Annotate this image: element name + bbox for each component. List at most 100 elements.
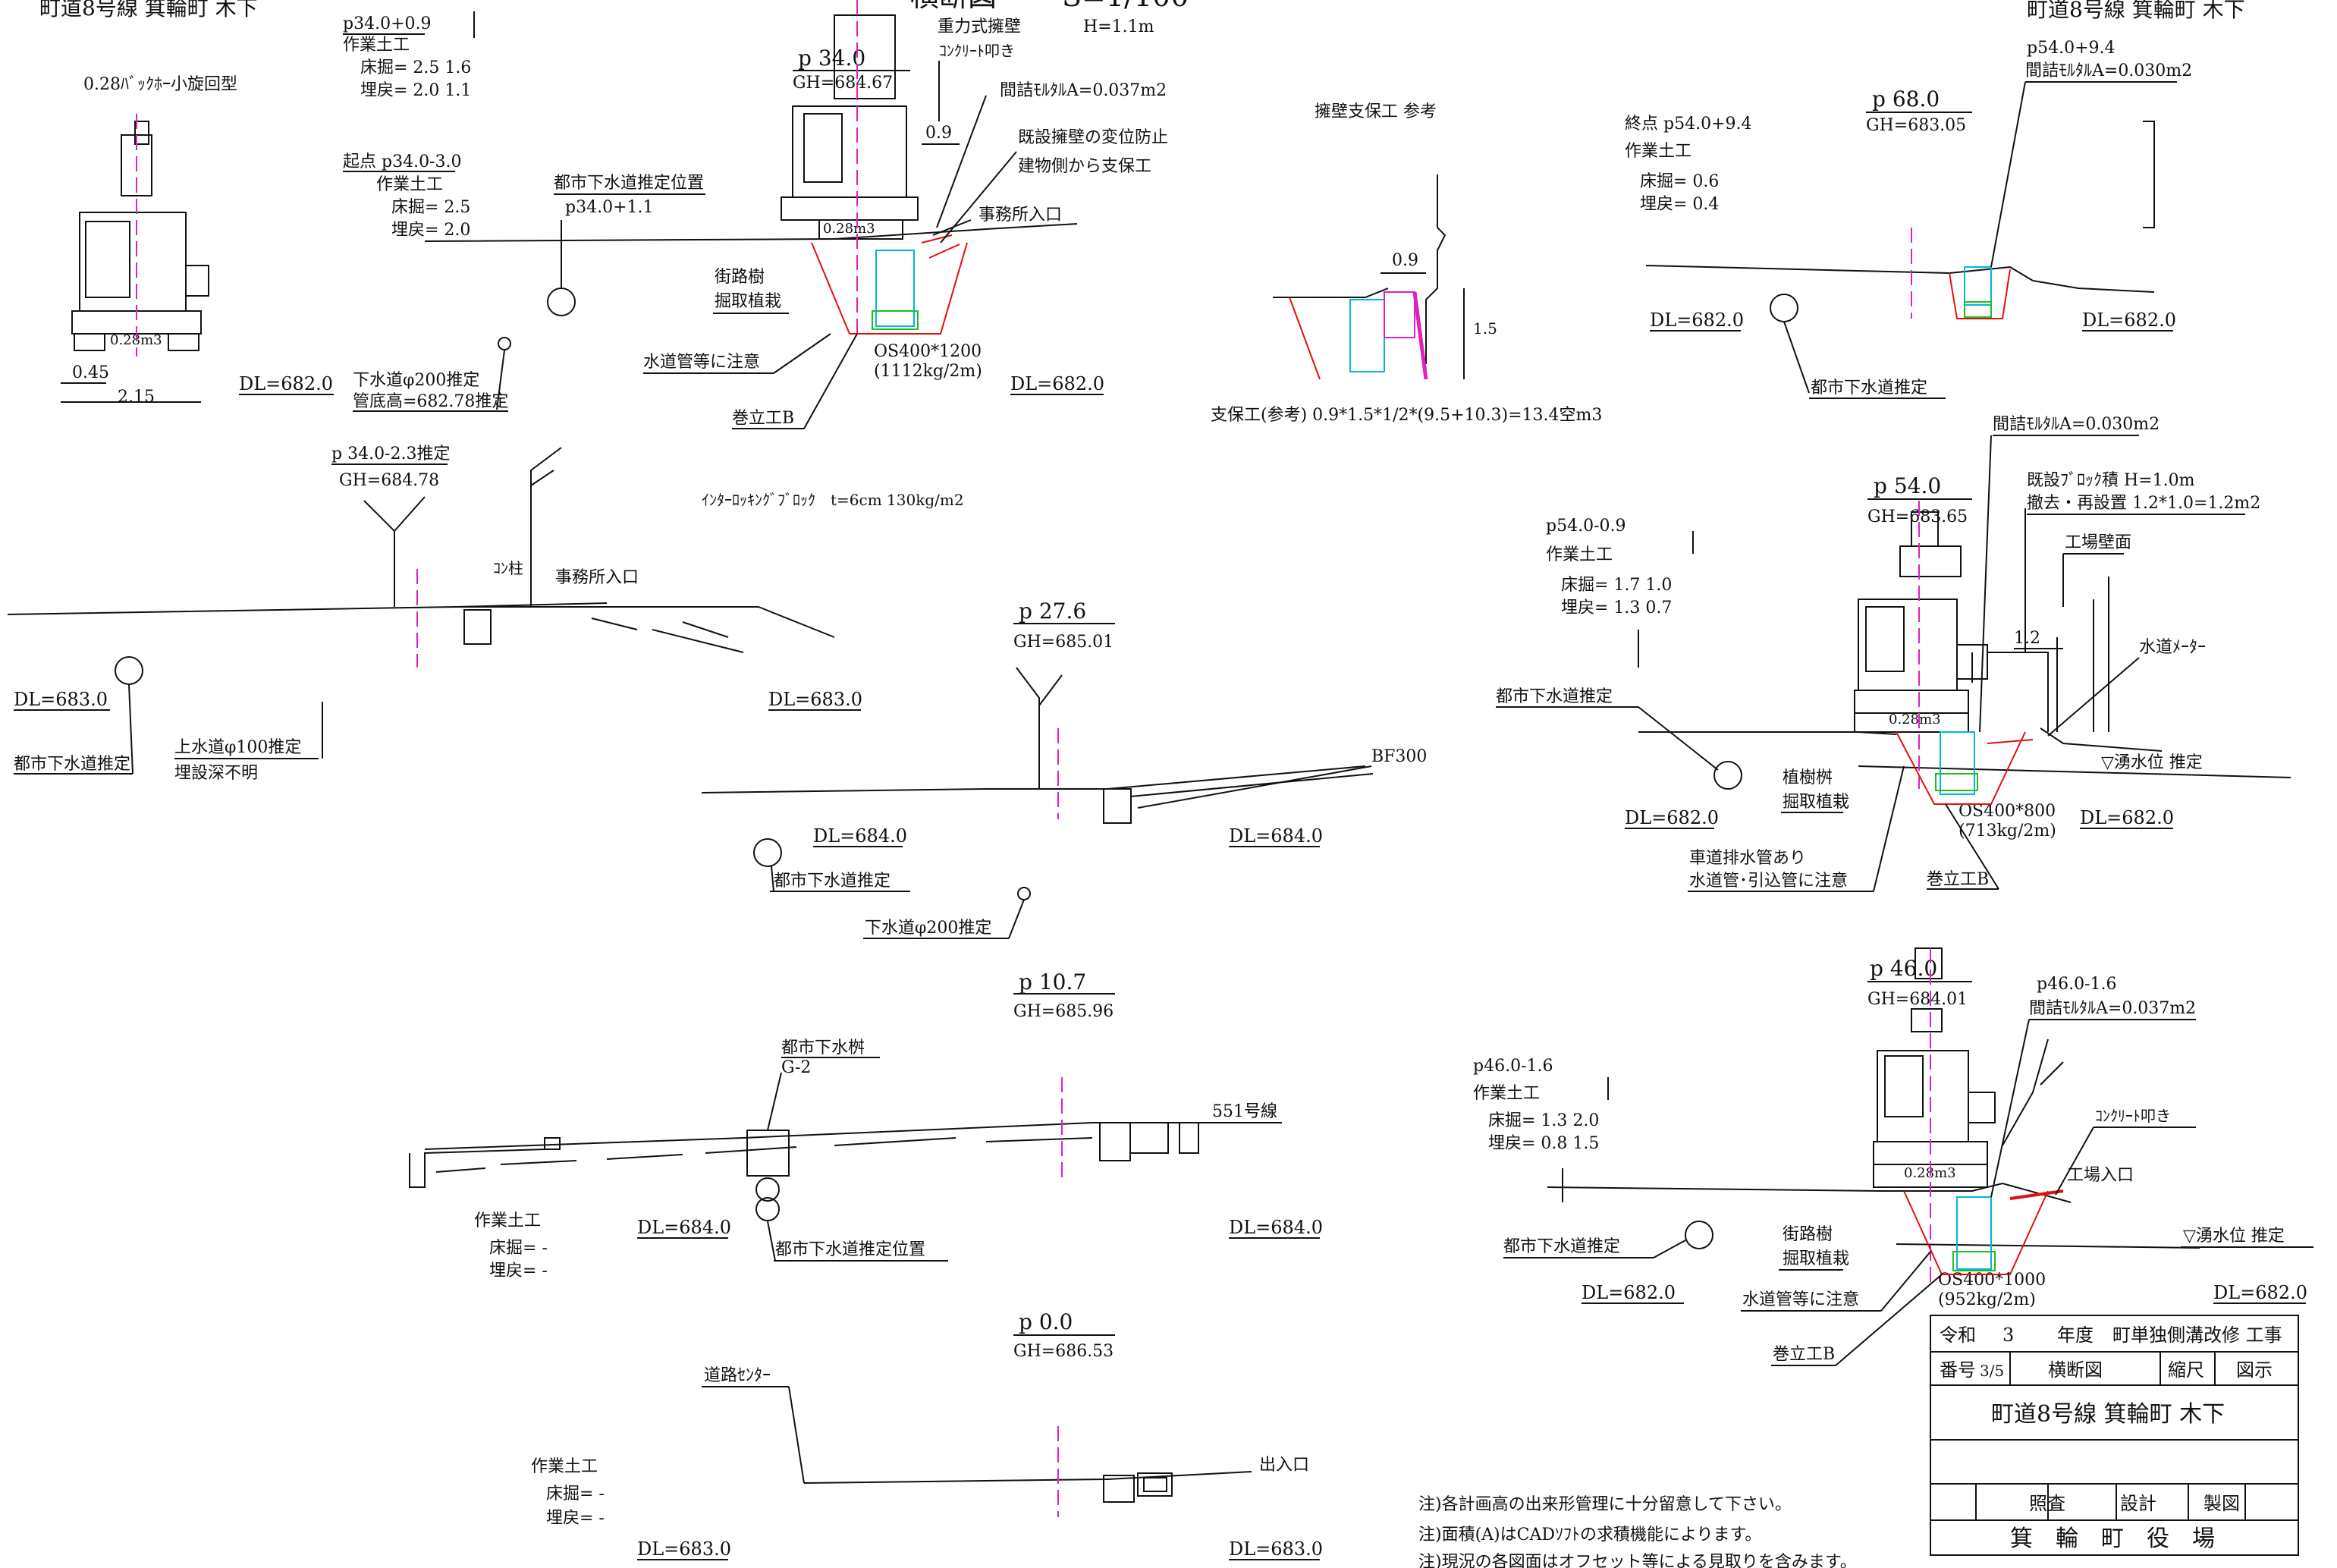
sec34-sewer200: 下水道φ200推定 (353, 371, 479, 390)
section-p68: 終点 p54.0+9.4 作業土工 床掘= 0.6 埋戻= 0.4 p 68.0… (1625, 39, 2192, 399)
sec54-block-2: 撤去・再設置 1.2*1.0=1.2m2 (2027, 494, 2260, 513)
sec00-center: 道路ｾﾝﾀｰ (704, 1366, 771, 1385)
sec68-p-label: p 68.0 (1872, 86, 1940, 112)
sec68-dl-right: DL=682.0 (2082, 310, 2176, 331)
tb-drawing-name: 横断図 (2048, 1359, 2103, 1381)
tb-scale-value: 図示 (2236, 1359, 2273, 1381)
sec34-dim-09: 0.9 (925, 124, 952, 143)
sec54-meter: 水道ﾒｰﾀｰ (2139, 638, 2206, 657)
sec54-block-1: 既設ﾌﾞﾛｯｸ積 H=1.0m (2027, 471, 2195, 490)
backhoe-dim1: 0.45 (72, 363, 109, 382)
sec342-water: 上水道φ100推定 (174, 738, 301, 757)
sec46-water-caution: 水道管等に注意 (1742, 1290, 1859, 1309)
sec68-a4: 埋戻= 0.4 (1640, 195, 1719, 214)
sec34-prevent-2: 建物側から支保工 (1018, 157, 1151, 176)
sec34-water-caution: 水道管等に注意 (643, 353, 760, 372)
sec34-sewer200-depth: 管底高=682.78推定 (353, 392, 508, 411)
sec68-dl-left: DL=682.0 (1650, 310, 1744, 331)
sec34-a1: p34.0+0.9 (343, 14, 432, 33)
sec34-os-1: OS400*1200 (874, 342, 982, 361)
sec00-w1: 作業土工 (531, 1457, 598, 1476)
sec107-inlet: 都市下水桝 (781, 1039, 865, 1057)
sec54-tree-1: 植樹桝 (1783, 768, 1833, 787)
sec34-b2: 作業土工 (376, 175, 443, 194)
note-3: 注)現況の各図面はオフセット等による見取りを含みます。 (1418, 1553, 1857, 1568)
sec34-dl-right: DL=682.0 (1010, 373, 1104, 394)
sec34-office-entrance: 事務所入口 (978, 206, 1062, 225)
sec68-a1: 終点 p54.0+9.4 (1625, 115, 1751, 134)
note-1: 注)各計画高の出来形管理に十分留意して下さい。 (1418, 1495, 1792, 1514)
sec54-tree-2: 掘取植栽 (1783, 793, 1849, 812)
sec46-gh: GH=684.01 (1867, 990, 1968, 1009)
sec54-dl-left: DL=682.0 (1625, 807, 1719, 828)
sec276-dl-left: DL=684.0 (813, 825, 907, 847)
sec107-road551: 551号線 (1212, 1102, 1277, 1121)
tb-scale-label: 縮尺 (2168, 1359, 2204, 1381)
tb-design: 設計 (2120, 1493, 2156, 1514)
sec34-a3: 床掘= 2.5 1.6 (360, 58, 471, 77)
sec54-drain-2: 水道管･引込管に注意 (1689, 872, 1848, 891)
sec54-gh: GH=683.65 (1867, 507, 1968, 526)
section-p276: p 27.6 GH=685.01 DL=683.0 BF300 DL=684.0… (701, 599, 1427, 939)
sec46-makitate: 巻立工B (1773, 1345, 1835, 1364)
sec107-p-label: p 10.7 (1019, 969, 1086, 995)
sec46-p-label: p 46.0 (1870, 956, 1937, 981)
sec34-gravity-wall: 重力式擁壁 (938, 17, 1021, 36)
sec46-a4: 埋戻= 0.8 1.5 (1488, 1134, 1599, 1153)
sec54-dl-right: DL=682.0 (2080, 807, 2174, 828)
drawing-title: 横断図 (910, 0, 997, 13)
sec342-dl: DL=683.0 (14, 689, 108, 710)
sec34-sewer-position-sub: p34.0+1.1 (565, 198, 654, 217)
tb-office: 箕 輪 町 役 場 (2010, 1526, 2215, 1552)
tb-route: 町道8号線 箕輪町 木下 (1991, 1401, 2225, 1428)
sec34-a2: 作業土工 (343, 36, 410, 55)
sec54-os-2: (713kg/2m) (1958, 822, 2056, 841)
section-p342: p 34.0-2.3推定 GH=684.78 ｺﾝ柱 事務所入口 DL=683.… (7, 445, 835, 783)
sec00-gh: GH=686.53 (1013, 1342, 1114, 1361)
sec276-sewer200: 下水道φ200推定 (865, 919, 991, 938)
section-p34: p34.0+0.9 作業土工 床掘= 2.5 1.6 埋戻= 2.0 1.1 起… (239, 0, 1168, 429)
sec342-p-label: p 34.0-2.3推定 (331, 445, 450, 463)
wall-support-dim-h: 1.5 (1473, 319, 1497, 338)
tb-project: 町単独側溝改修 工事 (2112, 1324, 2282, 1346)
interlocking-note: ｲﾝﾀｰﾛｯｷﾝｸﾞﾌﾞﾛｯｸ t=6cm 130kg/m2 (702, 491, 964, 509)
sec46-tree-1: 街路樹 (1783, 1225, 1833, 1244)
sec46-os-2: (952kg/2m) (1938, 1290, 2036, 1309)
tb-no-label: 番号 (1940, 1359, 1976, 1381)
sec54-a3: 床掘= 1.7 1.0 (1561, 576, 1672, 595)
section-p54: 間詰ﾓﾙﾀﾙA=0.030m2 p 54.0 GH=683.65 既設ﾌﾞﾛｯｸ… (1496, 415, 2291, 892)
sec46-spring: ▽湧水位 推定 (2183, 1227, 2285, 1246)
backhoe-dim2: 2.15 (118, 388, 155, 407)
tb-year: 3 (2002, 1324, 2014, 1346)
sec342-water-sub: 埋設深不明 (174, 764, 258, 783)
sec34-gh: GH=684.67 (793, 74, 893, 93)
section-p46: p 46.0 GH=684.01 p46.0-1.6 間詰ﾓﾙﾀﾙA=0.037… (1473, 947, 2313, 1366)
sec107-w1: 作業土工 (474, 1211, 541, 1230)
sec54-mortar: 間詰ﾓﾙﾀﾙA=0.030m2 (1993, 415, 2160, 434)
sec54-bucket: 0.28m3 (1889, 712, 1941, 727)
header: 町道8号線 箕輪町 木下 横断図 S=1/100 町道8号線 箕輪町 木下 (39, 0, 2245, 22)
tb-check: 照査 (2029, 1493, 2065, 1514)
sec00-dl-right: DL=683.0 (1229, 1538, 1323, 1560)
sec107-dl-right: DL=684.0 (1229, 1217, 1323, 1238)
backhoe-figure: 0.28ﾊﾞｯｸﾎｰ小旋回型 0.28m3 0.45 2.15 (61, 75, 237, 407)
sec46-a2: 作業土工 (1473, 1084, 1540, 1103)
sec46-concrete: ｺﾝｸﾘｰﾄ叩き (2095, 1107, 2171, 1125)
tb-era: 令和 (1940, 1324, 1976, 1346)
wall-support-dim-w: 0.9 (1392, 251, 1418, 270)
sec46-a3: 床掘= 1.3 2.0 (1488, 1111, 1599, 1130)
sec276-gh: GH=685.01 (1013, 633, 1114, 652)
left-route-name: 町道8号線 箕輪町 木下 (39, 0, 258, 20)
note-2: 注)面積(A)はCADｿﾌﾄの求積機能によります。 (1418, 1526, 1761, 1544)
sec54-a1: p54.0-0.9 (1546, 517, 1626, 536)
sec34-makitate: 巻立工B (732, 409, 794, 428)
sec276-dl-top: DL=683.0 (768, 689, 862, 710)
tb-year-unit: 年度 (2057, 1324, 2094, 1346)
sec34-prevent-1: 既設擁壁の変位防止 (1018, 128, 1168, 147)
sec342-office: 事務所入口 (555, 568, 639, 587)
section-p00: p 0.0 GH=686.53 道路ｾﾝﾀｰ 出入口 作業土工 床掘= - 埋戻… (531, 1309, 1323, 1560)
sec34-tree-2: 掘取植栽 (715, 292, 781, 311)
sec34-b4: 埋戻= 2.0 (391, 221, 470, 240)
sec276-p-label: p 27.6 (1019, 599, 1086, 624)
